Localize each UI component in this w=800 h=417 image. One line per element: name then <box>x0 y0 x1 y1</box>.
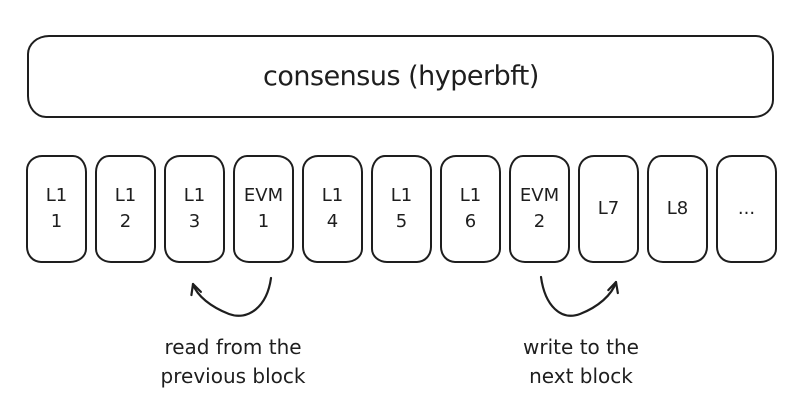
block-l1-2: L1 2 <box>95 155 156 263</box>
block-l1-3: L1 3 <box>164 155 225 263</box>
block-number: 1 <box>50 211 63 232</box>
block-number: 1 <box>257 211 270 232</box>
block-label: ... <box>737 198 756 219</box>
write-annotation-line1: write to the <box>523 335 639 359</box>
write-annotation: write to the next block <box>471 333 691 391</box>
block-label: L1 <box>183 185 206 206</box>
block-label: L1 <box>321 185 344 206</box>
block-ellipsis: ... <box>716 155 777 263</box>
read-annotation-line1: read from the <box>164 335 302 359</box>
block-label: L1 <box>390 185 413 206</box>
block-evm-2: EVM 2 <box>509 155 570 263</box>
block-label: L7 <box>597 198 620 219</box>
block-label: EVM <box>243 185 284 206</box>
block-l8: L8 <box>647 155 708 263</box>
read-arrow-icon <box>190 276 273 317</box>
block-number: 3 <box>188 211 201 232</box>
block-l1-1: L1 1 <box>26 155 87 263</box>
block-label: L1 <box>459 185 482 206</box>
read-annotation-line2: previous block <box>160 364 306 388</box>
consensus-box: consensus (hyperbft) <box>27 35 774 118</box>
blocks-row: L1 1 L1 2 L1 3 EVM 1 L1 4 L1 5 L1 6 EVM <box>26 155 777 263</box>
block-label: L1 <box>114 185 137 206</box>
block-l7: L7 <box>578 155 639 263</box>
block-number: 2 <box>533 211 546 232</box>
write-annotation-line2: next block <box>529 364 633 388</box>
block-label: EVM <box>519 185 560 206</box>
block-label: L1 <box>45 185 68 206</box>
block-label: L8 <box>666 198 689 219</box>
block-number: 5 <box>395 211 408 232</box>
block-number: 4 <box>326 211 339 232</box>
write-arrow-icon <box>539 275 619 317</box>
block-l1-6: L1 6 <box>440 155 501 263</box>
block-number: 2 <box>119 211 132 232</box>
block-evm-1: EVM 1 <box>233 155 294 263</box>
block-l1-5: L1 5 <box>371 155 432 263</box>
consensus-title: consensus (hyperbft) <box>262 60 539 93</box>
block-l1-4: L1 4 <box>302 155 363 263</box>
read-annotation: read from the previous block <box>123 333 343 391</box>
block-number: 6 <box>464 211 477 232</box>
